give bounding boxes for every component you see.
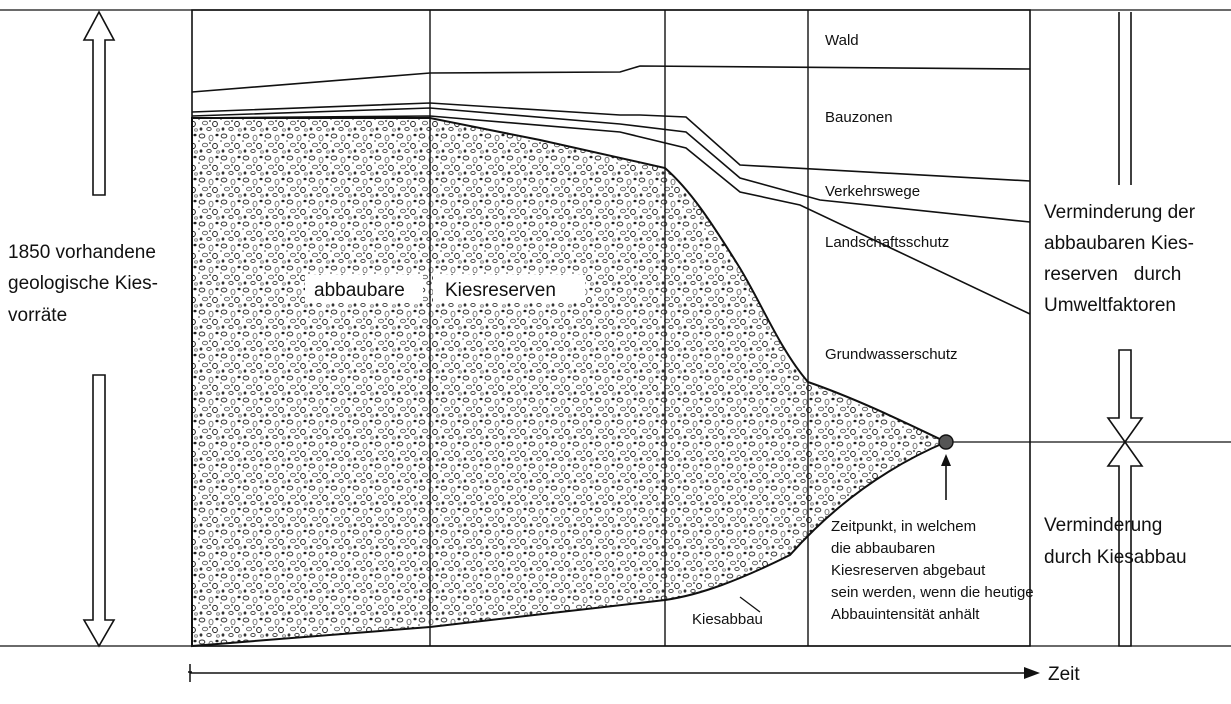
kiesabbau-label: Kiesabbau <box>692 611 763 628</box>
left-double-arrow <box>84 12 114 646</box>
time-axis-label: Zeit <box>1048 664 1080 685</box>
right-upper-line-3: reserven durch <box>1044 264 1181 285</box>
left-label-line-1: 1850 vorhandene <box>8 242 156 263</box>
right-lower-line-1: Verminderung <box>1044 515 1162 536</box>
endpoint-note-line-5: Abbauintensität anhält <box>831 606 980 623</box>
area-label-left: abbaubare <box>314 280 405 301</box>
zone-bauzonen: Bauzonen <box>825 109 893 126</box>
endpoint-note-line-2: die abbaubaren <box>831 540 935 557</box>
right-lower-line-2: durch Kiesabbau <box>1044 547 1187 568</box>
endpoint-dot <box>939 435 953 449</box>
zone-verkehrswege: Verkehrswege <box>825 183 920 200</box>
endpoint-arrow-head <box>941 454 951 466</box>
left-label-line-3: vorräte <box>8 305 67 326</box>
wald-boundary <box>192 66 1030 92</box>
endpoint-note-line-3: Kiesreserven abgebaut <box>831 562 986 579</box>
zone-landschaftsschutz: Landschaftsschutz <box>825 234 949 251</box>
endpoint-note-line-1: Zeitpunkt, in welchem <box>831 518 976 535</box>
time-axis-arrow <box>1024 667 1040 679</box>
right-upper-line-2: abbaubaren Kies- <box>1044 233 1194 254</box>
kiesabbau-pointer <box>740 597 760 612</box>
left-label-line-2: geologische Kies- <box>8 273 158 294</box>
right-upper-line-1: Verminderung der <box>1044 202 1196 223</box>
endpoint-note-line-4: sein werden, wenn die heutige <box>831 584 1034 601</box>
zone-grundwasserschutz: Grundwasserschutz <box>825 346 958 363</box>
area-label-right: Kiesreserven <box>445 280 556 301</box>
right-upper-line-4: Umweltfaktoren <box>1044 295 1176 316</box>
zone-wald: Wald <box>825 32 859 49</box>
